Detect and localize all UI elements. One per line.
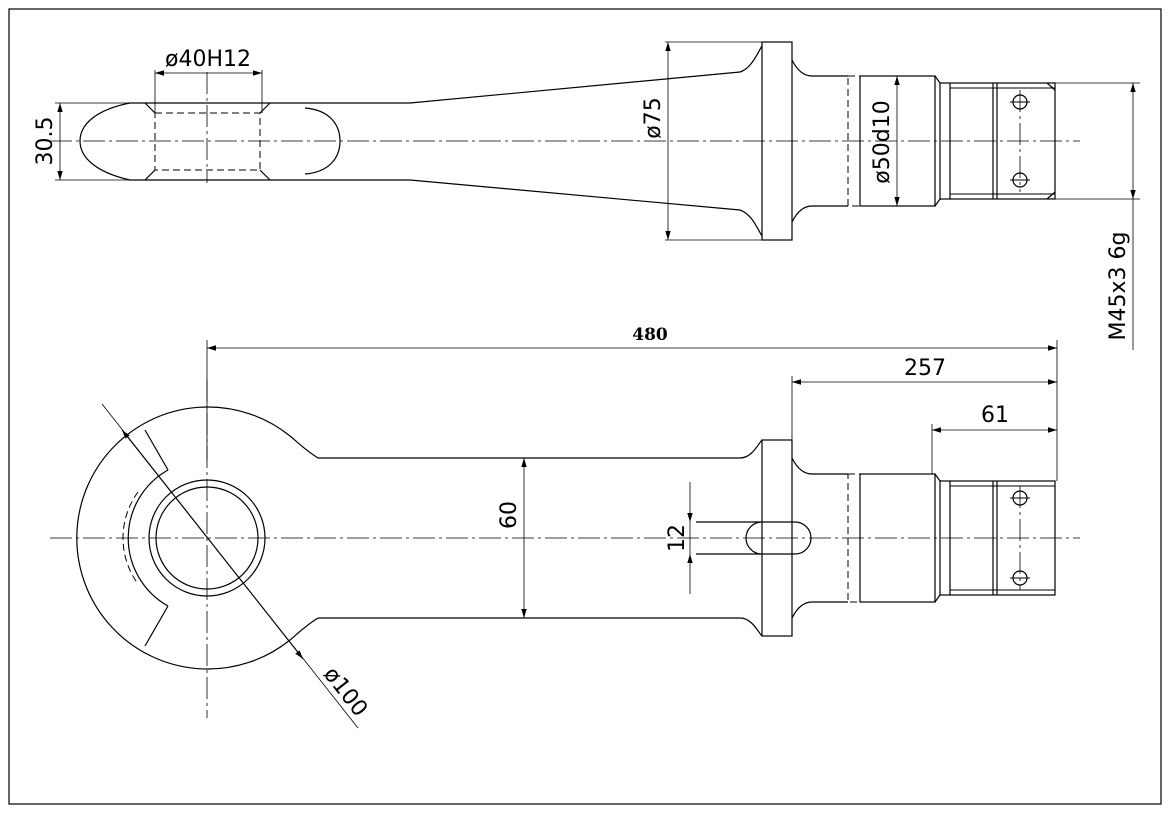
dim-thread-spec: M45x3 6g <box>1055 82 1140 350</box>
thread-end-chamfer <box>1046 191 1056 200</box>
thread-length-label: 61 <box>981 403 1009 428</box>
eye-end-outline <box>130 45 763 237</box>
front-view: 480 257 61 60 12 ø100 <box>50 325 1080 729</box>
bore-chamfer-line <box>259 102 271 114</box>
front-collar <box>761 439 793 637</box>
eye-outer-arc <box>76 406 291 670</box>
bore-chamfer-line <box>144 102 156 114</box>
dim-slot-width: 12 <box>665 482 693 594</box>
dim-journal-diameter: ø50d10 <box>870 76 900 206</box>
dim-eye-thickness: 30.5 <box>33 102 130 181</box>
eye-diameter-label: ø100 <box>318 662 372 721</box>
front-journal-hidden <box>847 473 861 603</box>
dim-thread-length: 61 <box>931 403 1057 474</box>
thread-chamfer <box>934 75 941 207</box>
front-thread-section <box>949 480 1056 596</box>
dim-overall-length: 480 <box>206 325 1058 481</box>
slot-width-label: 12 <box>665 524 690 552</box>
bore-fit-label: ø40H12 <box>165 47 251 72</box>
front-neck-outline <box>791 457 848 619</box>
drawing-border <box>8 8 1162 805</box>
dim-arm-width: 60 <box>497 458 527 618</box>
eye-and-arm-outline <box>289 435 763 641</box>
dim-length-to-collar: 257 <box>791 356 1057 440</box>
eye-end-tip <box>79 102 131 181</box>
neck-outline <box>791 59 848 223</box>
front-journal <box>859 473 936 603</box>
length-to-collar-label: 257 <box>904 356 946 381</box>
bore-hidden <box>154 112 261 171</box>
dim-collar-diameter: ø75 <box>641 41 762 241</box>
journal-diameter-label: ø50d10 <box>870 100 895 183</box>
front-thread-chamfer <box>934 473 941 603</box>
bore-chamfer-line <box>144 169 156 181</box>
eye-thickness-label: 30.5 <box>33 117 58 166</box>
keyway-slot <box>696 521 812 555</box>
arm-width-label: 60 <box>497 501 522 529</box>
bore-chamfer-line <box>259 169 271 181</box>
collar <box>761 41 793 241</box>
dim-eye-diameter: ø100 <box>101 403 372 729</box>
dim-bore-fit: ø40H12 <box>154 47 263 113</box>
overall-length-label: 480 <box>632 325 668 345</box>
collar-diameter-label: ø75 <box>641 97 666 138</box>
slot-hidden-outline <box>304 107 341 175</box>
thread-end-chamfer <box>1046 82 1056 91</box>
top-view: ø40H12 30.5 ø75 ø50d10 M45x3 6g <box>33 41 1140 350</box>
thread-section <box>949 82 1056 200</box>
thread-spec-label: M45x3 6g <box>1106 232 1131 341</box>
